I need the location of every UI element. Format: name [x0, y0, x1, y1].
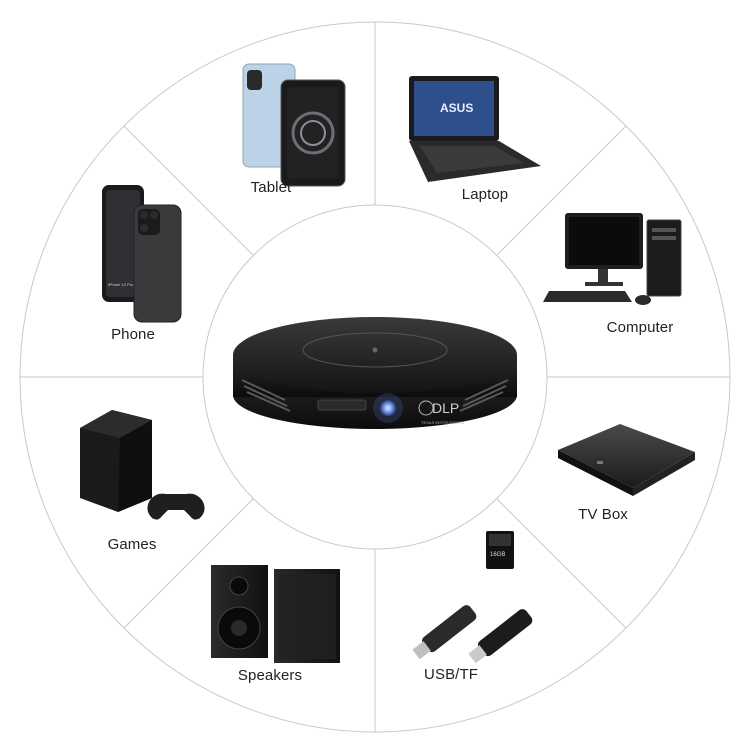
label-phone: Phone — [111, 326, 155, 343]
laptop-icon: ASUS — [409, 76, 541, 182]
side-vent-left — [241, 379, 291, 412]
usb-drive-icon: 16GB — [412, 531, 533, 664]
desktop-computer-icon — [543, 213, 682, 305]
label-tv-box: TV Box — [578, 506, 628, 523]
projector-device: DLP TEXAS INSTRUMENTS — [233, 317, 517, 429]
label-usb-tf: USB/TF — [424, 666, 478, 683]
game-console-icon — [80, 410, 205, 520]
dlp-logo: DLP — [432, 400, 459, 416]
phone-screen-text: iPhone 12 Pro Mockup — [108, 282, 149, 287]
side-vent-right — [459, 379, 509, 412]
speaker-icon — [211, 565, 340, 663]
projector-lens — [380, 400, 396, 416]
segment-dividers — [20, 22, 730, 732]
label-tablet: Tablet — [250, 179, 292, 196]
tablet-icon — [242, 63, 346, 187]
dlp-sublogo: TEXAS INSTRUMENTS — [421, 420, 464, 425]
tv-box-icon — [558, 424, 695, 496]
sd-card-capacity: 16GB — [490, 552, 505, 558]
laptop-brand: ASUS — [440, 101, 473, 115]
label-laptop: Laptop — [461, 186, 509, 203]
label-computer: Computer — [606, 319, 674, 336]
smartphone-icon: iPhone 12 Pro Mockup — [102, 185, 182, 323]
label-games: Games — [107, 536, 157, 553]
label-speakers: Speakers — [237, 667, 303, 684]
